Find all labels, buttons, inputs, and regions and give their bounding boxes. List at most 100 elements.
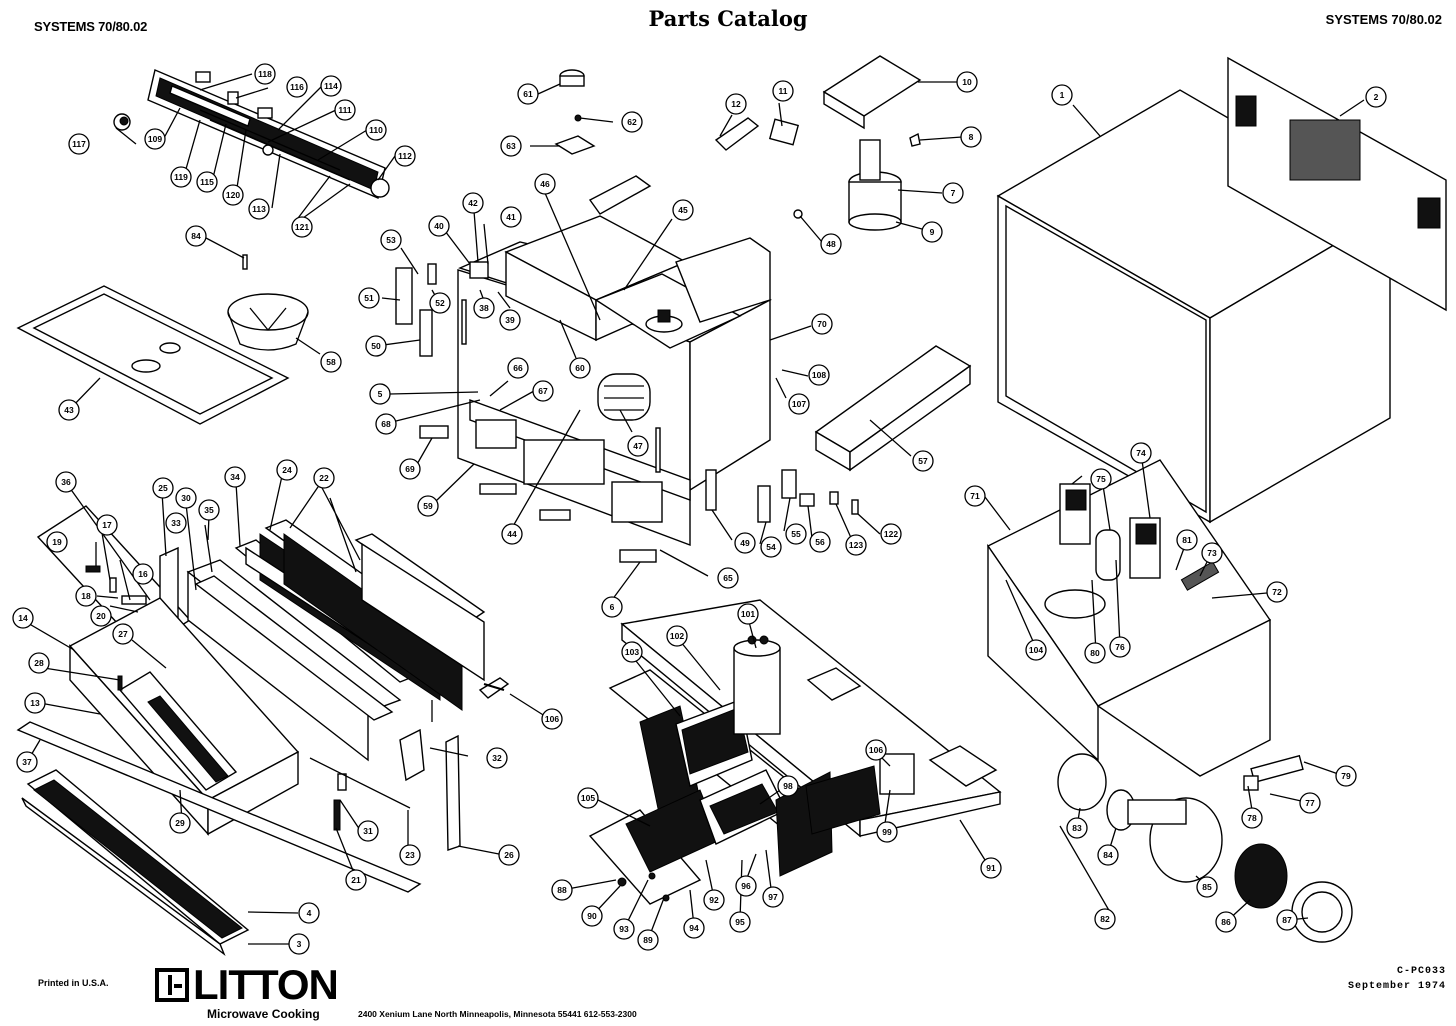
svg-text:58: 58 [326,357,336,367]
callout-37: 37 [16,751,38,773]
callout-47: 47 [627,435,649,457]
callout-40: 40 [428,215,450,237]
callout-65: 65 [717,567,739,589]
svg-text:13: 13 [30,698,40,708]
outer-cabinet-drawing [996,56,1447,524]
callout-16: 16 [132,563,154,585]
svg-text:62: 62 [627,117,637,127]
svg-text:5: 5 [378,389,383,399]
callout-10: 10 [956,71,978,93]
svg-text:87: 87 [1282,915,1292,925]
svg-text:110: 110 [369,125,383,135]
callout-91: 91 [980,857,1002,879]
callout-79: 79 [1335,765,1357,787]
callout-9: 9 [921,221,943,243]
callout-45: 45 [672,199,694,221]
svg-text:103: 103 [625,647,639,657]
svg-text:113: 113 [252,204,266,214]
callout-46: 46 [534,173,556,195]
callout-12: 12 [725,93,747,115]
callout-24: 24 [276,459,298,481]
svg-text:94: 94 [689,923,699,933]
callout-90: 90 [581,905,603,927]
control-panel-drawing [113,69,390,199]
callout-68: 68 [375,413,397,435]
callout-74: 74 [1130,442,1152,464]
svg-text:9: 9 [930,227,935,237]
svg-text:25: 25 [158,483,168,493]
svg-text:28: 28 [34,658,44,668]
callout-56: 56 [809,531,831,553]
callout-34: 34 [224,466,246,488]
callout-121: 121 [291,216,313,238]
callout-49: 49 [734,532,756,554]
svg-text:85: 85 [1202,882,1212,892]
svg-text:29: 29 [175,818,185,828]
svg-text:120: 120 [226,190,240,200]
callout-39: 39 [499,309,521,331]
top-components-drawing [554,55,922,231]
svg-text:34: 34 [230,472,240,482]
litton-logo-text: LITTON [193,961,339,1008]
callout-23: 23 [399,844,421,866]
callout-7: 7 [942,182,964,204]
callout-85: 85 [1196,876,1218,898]
callout-61: 61 [517,83,539,105]
svg-text:10: 10 [962,77,972,87]
svg-text:39: 39 [505,315,515,325]
callout-109: 109 [144,128,166,150]
callout-62: 62 [621,111,643,133]
callout-19: 19 [46,531,68,553]
callout-20: 20 [90,605,112,627]
litton-logo-mark-icon [155,968,189,1002]
callout-97: 97 [762,886,784,908]
callout-21: 21 [345,869,367,891]
company-address: 2400 Xenium Lane North Minneapolis, Minn… [358,1009,637,1019]
svg-text:106: 106 [869,745,883,755]
base-plate-electronics-drawing [588,599,1002,905]
svg-text:30: 30 [181,493,191,503]
header-left-system-code: SYSTEMS 70/80.02 [34,19,148,34]
svg-text:17: 17 [102,520,112,530]
svg-text:19: 19 [52,537,62,547]
svg-text:6: 6 [610,602,615,612]
svg-text:99: 99 [882,827,892,837]
callout-101: 101 [737,603,759,625]
svg-text:36: 36 [61,477,71,487]
callout-112: 112 [394,145,416,167]
callout-107: 107 [788,393,810,415]
svg-text:81: 81 [1182,535,1192,545]
callout-54: 54 [760,536,782,558]
callout-26: 26 [498,844,520,866]
svg-text:89: 89 [643,935,653,945]
svg-text:31: 31 [363,826,373,836]
door-assembly-drawing [16,505,510,957]
svg-text:18: 18 [81,591,91,601]
svg-text:57: 57 [918,456,928,466]
callout-95: 95 [729,911,751,933]
callout-51: 51 [358,287,380,309]
header-right-system-code: SYSTEMS 70/80.02 [1325,12,1442,27]
svg-text:46: 46 [540,179,550,189]
svg-text:107: 107 [792,399,806,409]
callout-102: 102 [666,625,688,647]
svg-text:74: 74 [1136,448,1146,458]
callout-42: 42 [462,192,484,214]
svg-text:23: 23 [405,850,415,860]
svg-text:33: 33 [171,518,181,528]
callout-29: 29 [169,812,191,834]
callout-72: 72 [1266,581,1288,603]
svg-text:2: 2 [1374,92,1379,102]
callout-32: 32 [486,747,508,769]
svg-text:97: 97 [768,892,778,902]
page-title: Parts Catalog [648,6,808,31]
svg-text:118: 118 [258,69,272,79]
callout-13: 13 [24,692,46,714]
callout-50: 50 [365,335,387,357]
callout-115: 115 [196,171,218,193]
svg-text:66: 66 [513,363,523,373]
callout-17: 17 [96,514,118,536]
svg-text:106: 106 [545,714,559,724]
svg-text:119: 119 [174,172,188,182]
